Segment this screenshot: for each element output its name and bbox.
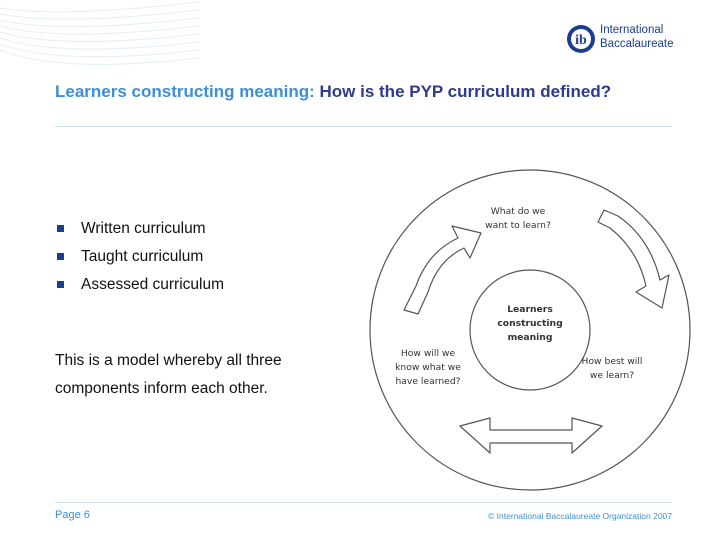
top-label-line: What do we xyxy=(491,206,546,217)
bullet-item: Taught curriculum xyxy=(55,243,224,271)
center-circle xyxy=(469,269,591,391)
title-part-2: How is the PYP curriculum defined? xyxy=(319,82,612,101)
cycle-arrow-bottom xyxy=(459,417,603,454)
bullet-text: Taught curriculum xyxy=(81,248,204,265)
ib-logo-icon: ib xyxy=(567,25,595,53)
ib-logo-mark: ib xyxy=(575,33,587,48)
decorative-stripes xyxy=(0,1,200,65)
copyright-notice: © International Baccalaureate Organizati… xyxy=(488,511,672,521)
ib-logo-text: International Baccalaureate xyxy=(600,23,674,51)
curriculum-cycle-diagram: Learners constructing meaning What do we… xyxy=(369,169,691,491)
body-line-2: components inform each other. xyxy=(55,380,268,397)
left-label-line: How will we xyxy=(401,348,456,359)
footer-divider xyxy=(55,502,672,503)
bullet-square-icon xyxy=(57,225,64,232)
title-part-1: Learners constructing meaning: xyxy=(55,82,315,101)
center-label-line: Learners xyxy=(507,304,553,315)
bullet-list: Written curriculum Taught curriculum Ass… xyxy=(55,215,224,299)
right-label-line: How best will xyxy=(582,356,643,367)
bullet-item: Written curriculum xyxy=(55,215,224,243)
logo-line-1: International xyxy=(600,24,664,36)
cycle-arrow-top-right xyxy=(597,209,670,309)
page-number: Page 6 xyxy=(55,509,90,521)
left-label-line: have learned? xyxy=(395,376,460,387)
page-title: Learners constructing meaning: How is th… xyxy=(55,80,655,104)
center-label-line: constructing xyxy=(497,318,562,329)
cycle-arrow-top-left xyxy=(403,225,482,315)
bullet-text: Written curriculum xyxy=(81,220,206,237)
bullet-square-icon xyxy=(57,253,64,260)
bullet-text: Assessed curriculum xyxy=(81,276,224,293)
bullet-square-icon xyxy=(57,281,64,288)
center-label-line: meaning xyxy=(508,332,553,343)
bullet-item: Assessed curriculum xyxy=(55,271,224,299)
right-label-line: we learn? xyxy=(590,370,634,381)
body-line-1: This is a model whereby all three xyxy=(55,352,282,369)
logo-line-2: Baccalaureate xyxy=(600,38,674,50)
title-divider xyxy=(55,126,672,127)
left-label-line: know what we xyxy=(395,362,461,373)
ib-logo: ib International Baccalaureate xyxy=(566,18,696,60)
top-label-line: want to learn? xyxy=(485,220,551,231)
body-paragraph: This is a model whereby all three compon… xyxy=(55,347,375,403)
